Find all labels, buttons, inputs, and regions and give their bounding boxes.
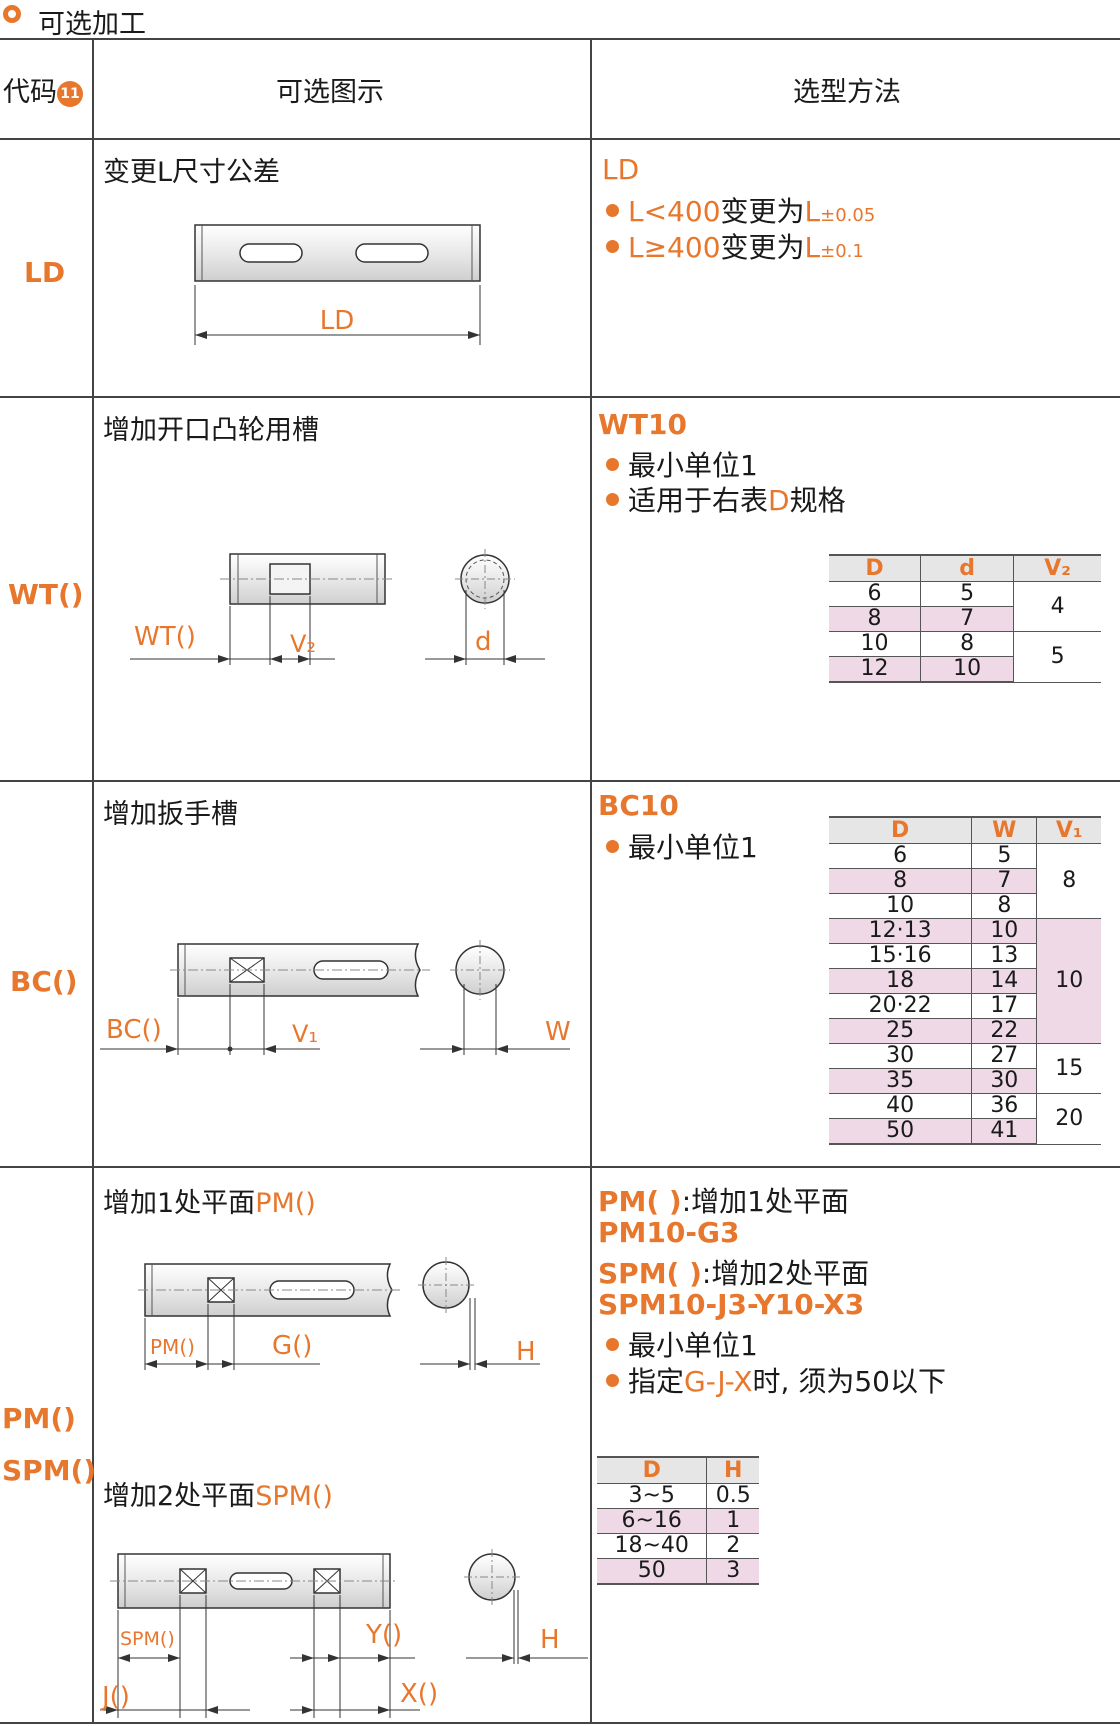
header-figure: 可选图示 [276,77,384,108]
svg-text:d: d [475,627,492,657]
svg-text:W: W [545,1017,571,1047]
page-title: 可选加工 [38,9,146,40]
svg-text:X(): X() [400,1679,438,1709]
svg-text:BC(): BC() [106,1015,162,1045]
bc-title: 增加扳手槽 [103,799,238,830]
bc-bullet-1: 最小单位1 [606,826,758,866]
row-divider-1 [0,396,1120,398]
svg-text:J(): J() [100,1682,130,1712]
code-wt: WT() [8,578,84,611]
section-ring-icon [3,5,21,23]
ld-title: 变更L尺寸公差 [103,157,281,188]
ld-method-code: LD [602,153,640,186]
column-divider-2 [590,38,592,1724]
row-divider-3 [0,1166,1120,1168]
svg-text:H: H [516,1337,536,1367]
pm-bullet-2: 指定G-J-X时, 须为50以下 [606,1360,946,1400]
code-spm: SPM() [2,1454,97,1487]
spm-title: 增加2处平面SPM() [103,1481,333,1512]
wt-shaft-diagram: WT() V₂ d [130,549,545,665]
svg-text:SPM(): SPM() [120,1628,175,1650]
bc-method-code: BC10 [598,789,679,822]
pm-method-line-4: SPM10-J3-Y10-X3 [598,1288,865,1321]
column-divider-1 [92,38,94,1724]
header-method: 选型方法 [793,77,901,108]
svg-text:WT(): WT() [134,622,196,652]
ld-shaft-diagram: LD [194,224,481,345]
code-bc: BC() [10,965,78,998]
svg-text:Y(): Y() [365,1620,402,1650]
bc-shaft-diagram: BC() V₁ W [100,940,571,1055]
pm-method-line-3: SPM( ):增加2处平面 [598,1257,870,1290]
wt-bullet-2: 适用于右表D规格 [606,479,846,519]
table-top-border [0,38,1120,40]
wt-title: 增加开口凸轮用槽 [103,415,319,446]
ld-bullet-2: L≥400变更为L±0.1 [606,226,864,266]
spm-shaft-diagram: SPM() J() Y() X() H [100,1549,588,1718]
pm-method-line-1: PM( ):增加1处平面 [598,1185,849,1218]
wt-bullet-1: 最小单位1 [606,444,758,484]
pm-title: 增加1处平面PM() [103,1188,316,1219]
svg-text:V₁: V₁ [292,1020,318,1048]
code-pm: PM() [2,1402,76,1435]
note-badge: 11 [57,80,83,107]
svg-text:H: H [540,1625,560,1655]
ld-dim-label: LD [320,306,355,336]
pm-shaft-diagram: PM() G() H [138,1257,540,1370]
svg-text:V₂: V₂ [290,630,316,658]
pm-bullet-1: 最小单位1 [606,1324,758,1364]
wt-method-code: WT10 [598,408,687,441]
code-ld: LD [24,256,66,289]
svg-text:PM(): PM() [150,1335,195,1359]
table-bottom-border [0,1722,1120,1724]
pm-method-line-2: PM10-G3 [598,1216,740,1249]
header-bottom-border [0,138,1120,140]
row-divider-2 [0,780,1120,782]
svg-text:G(): G() [272,1331,312,1361]
ld-bullet-1: L<400变更为L±0.05 [606,190,875,230]
